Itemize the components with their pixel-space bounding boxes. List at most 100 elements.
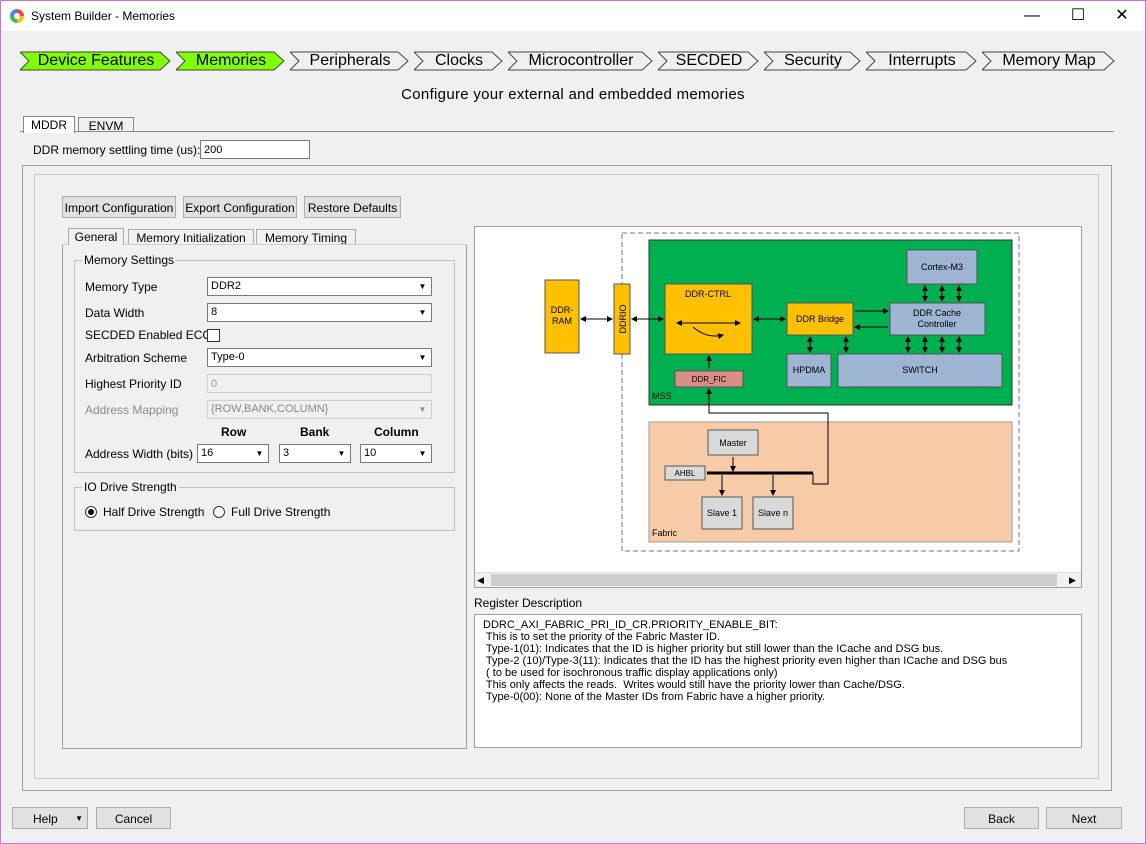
- scrollbar-thumb[interactable]: [491, 574, 1057, 586]
- row-width-select[interactable]: 16 ▼: [197, 444, 269, 463]
- priority-input[interactable]: 0: [207, 374, 432, 393]
- window-title: System Builder - Memories: [31, 9, 175, 23]
- memory-type-select[interactable]: DDR2 ▼: [207, 277, 432, 296]
- block-diagram: MSS Fabric DDR- RAM DDRIO DDR-CTRL DDR B…: [474, 226, 1082, 588]
- step-peripherals[interactable]: Peripherals: [290, 51, 410, 71]
- chevron-down-icon: ▼: [335, 447, 348, 460]
- arbitration-value: Type-0: [211, 351, 245, 363]
- half-drive-radio[interactable]: [85, 506, 97, 518]
- help-label: Help: [33, 812, 58, 826]
- row-width-value: 16: [201, 447, 213, 459]
- mapping-label: Address Mapping: [85, 403, 178, 417]
- tab-envm[interactable]: ENVM: [78, 117, 134, 132]
- address-width-label: Address Width (bits): [85, 447, 193, 461]
- half-drive-label: Half Drive Strength: [103, 505, 204, 519]
- step-label: Microcontroller: [529, 52, 634, 69]
- tab-mddr[interactable]: MDDR: [23, 116, 75, 133]
- settling-time-label: DDR memory settling time (us):: [33, 143, 200, 157]
- ddr-ram-label-2: RAM: [552, 316, 572, 326]
- settling-time-input[interactable]: 200: [200, 140, 310, 159]
- ddr-ram-label-1: DDR-: [551, 305, 574, 315]
- step-label: Clocks: [435, 52, 483, 69]
- cortex-label: Cortex-M3: [921, 262, 963, 272]
- full-drive-label: Full Drive Strength: [231, 505, 330, 519]
- chevron-down-icon: ▼: [416, 351, 429, 364]
- back-button[interactable]: Back: [964, 807, 1039, 829]
- step-security[interactable]: Security: [764, 51, 862, 71]
- step-label: Device Features: [38, 52, 155, 69]
- tab-divider: [20, 131, 1114, 132]
- column-width-value: 10: [364, 447, 376, 459]
- chevron-down-icon: ▼: [416, 280, 429, 293]
- step-interrupts[interactable]: Interrupts: [866, 51, 978, 71]
- next-button[interactable]: Next: [1046, 807, 1122, 829]
- tab-memory-initialization[interactable]: Memory Initialization: [128, 229, 254, 245]
- page-subtitle: Configure your external and embedded mem…: [0, 86, 1146, 103]
- ddrio-label: DDRIO: [618, 305, 628, 334]
- step-memories[interactable]: Memories: [176, 51, 286, 71]
- hpdma-label: HPDMA: [793, 365, 826, 375]
- scroll-right-icon[interactable]: ▶: [1069, 575, 1076, 586]
- mapping-value: {ROW,BANK,COLUMN}: [211, 403, 328, 415]
- priority-label: Highest Priority ID: [85, 377, 182, 391]
- step-microcontroller[interactable]: Microcontroller: [508, 51, 654, 71]
- maximize-button[interactable]: ☐: [1055, 1, 1101, 31]
- step-label: Security: [784, 52, 842, 69]
- register-line: Type-0(00): None of the Master IDs from …: [483, 691, 1073, 703]
- chevron-down-icon: ▼: [416, 447, 429, 460]
- restore-defaults-button[interactable]: Restore Defaults: [304, 196, 401, 218]
- column-width-select[interactable]: 10 ▼: [360, 444, 432, 463]
- register-line: This only affects the reads. Writes woul…: [483, 679, 1073, 691]
- ahbl-label: AHBL: [675, 469, 696, 478]
- register-line: Type-2 (10)/Type-3(11): Indicates that t…: [483, 655, 1073, 667]
- ddr-ctrl-label: DDR-CTRL: [685, 289, 731, 299]
- register-line: This is to set the priority of the Fabri…: [483, 631, 1073, 643]
- horizontal-scrollbar[interactable]: ◀ ▶: [475, 572, 1081, 588]
- chevron-down-icon: ▼: [253, 447, 266, 460]
- tab-memory-timing[interactable]: Memory Timing: [256, 229, 356, 245]
- memory-type-value: DDR2: [211, 280, 241, 292]
- import-configuration-button[interactable]: Import Configuration: [62, 196, 176, 218]
- minimize-button[interactable]: —: [1009, 1, 1055, 31]
- memory-type-label: Memory Type: [85, 280, 157, 294]
- data-width-label: Data Width: [85, 306, 144, 320]
- step-label: Peripherals: [310, 52, 391, 69]
- cancel-button[interactable]: Cancel: [96, 807, 171, 829]
- master-label: Master: [719, 438, 747, 448]
- step-secded[interactable]: SECDED: [658, 51, 760, 71]
- secded-checkbox[interactable]: [207, 329, 220, 342]
- step-clocks[interactable]: Clocks: [414, 51, 504, 71]
- ddr-bridge-label: DDR Bridge: [796, 314, 844, 324]
- register-description-label: Register Description: [474, 596, 582, 610]
- fabric-label: Fabric: [652, 528, 678, 538]
- slave-1-label: Slave 1: [707, 508, 737, 518]
- export-configuration-button[interactable]: Export Configuration: [183, 196, 297, 218]
- step-label: Memory Map: [1002, 52, 1095, 69]
- data-width-value: 8: [211, 306, 217, 318]
- ddr-fic-label: DDR_FIC: [692, 375, 727, 384]
- secded-label: SECDED Enabled ECC: [85, 328, 211, 342]
- cache-label-1: DDR Cache: [913, 308, 961, 318]
- caret-down-icon: ▼: [75, 808, 83, 830]
- row-header: Row: [221, 425, 246, 439]
- data-width-select[interactable]: 8▼: [207, 303, 432, 322]
- full-drive-radio[interactable]: [213, 506, 225, 518]
- arbitration-select[interactable]: Type-0 ▼: [207, 348, 432, 367]
- step-label: Memories: [196, 52, 266, 69]
- help-button[interactable]: Help ▼: [12, 807, 88, 829]
- register-line: Type-1(01): Indicates that the ID is hig…: [483, 643, 1073, 655]
- bank-width-select[interactable]: 3▼: [279, 444, 351, 463]
- slave-n-label: Slave n: [758, 508, 788, 518]
- tab-general[interactable]: General: [68, 228, 124, 245]
- close-button[interactable]: ✕: [1099, 1, 1145, 31]
- register-description: DDRC_AXI_FABRIC_PRI_ID_CR.PRIORITY_ENABL…: [474, 614, 1082, 748]
- step-memory-map[interactable]: Memory Map: [982, 51, 1116, 71]
- step-device-features[interactable]: Device Features: [20, 51, 172, 71]
- step-label: SECDED: [676, 52, 743, 69]
- switch-label: SWITCH: [902, 365, 938, 375]
- chevron-down-icon: ▼: [416, 306, 429, 319]
- column-header: Column: [374, 425, 419, 439]
- app-icon: [10, 9, 24, 23]
- scroll-left-icon[interactable]: ◀: [477, 575, 484, 586]
- mapping-select[interactable]: {ROW,BANK,COLUMN}▼: [207, 400, 432, 419]
